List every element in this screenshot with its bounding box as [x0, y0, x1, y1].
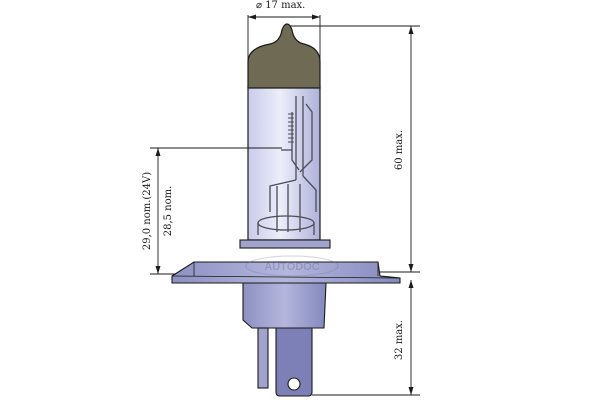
height-label: 60 max.	[394, 130, 405, 170]
nominal-24v-label: 29,0 nom.(24V)	[142, 172, 153, 250]
dimension-nominal: 29,0 nom.(24V) 28,5 nom.	[142, 147, 282, 275]
bulb-tip-cap	[247, 23, 321, 89]
bulb-collar	[239, 239, 331, 249]
bulb-base	[242, 282, 327, 329]
terminal-pin	[257, 327, 269, 389]
autodoc-watermark: AUTODOC	[245, 255, 339, 277]
diameter-label: ⌀ 17 max.	[256, 0, 305, 11]
watermark-text: AUTODOC	[264, 261, 319, 273]
nominal-label: 28,5 nom.	[163, 186, 174, 237]
dimension-base: 32 max.	[312, 280, 420, 396]
dimension-height: 60 max.	[290, 25, 420, 273]
connector-hole	[287, 377, 301, 391]
dimension-diameter: ⌀ 17 max.	[247, 0, 321, 70]
connector-block	[275, 327, 313, 397]
filament-coil	[288, 113, 294, 143]
filament-assembly	[257, 96, 317, 235]
base-label: 32 max.	[394, 320, 405, 360]
